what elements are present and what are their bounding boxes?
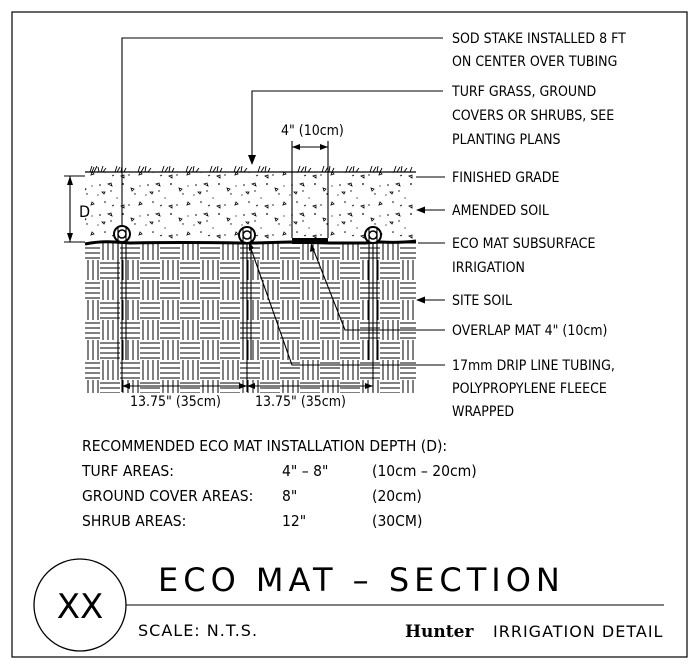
detail-id: XX (57, 587, 104, 627)
eco-mat-callout: ECO MAT SUBSURFACE (452, 236, 595, 252)
table-row-area: SHRUB AREAS: (82, 512, 186, 530)
drip-callout: 17mm DRIP LINE TUBING, (452, 358, 615, 374)
table-row-inches: 8" (282, 487, 297, 505)
arrowheads (248, 155, 425, 304)
depth-table: RECOMMENDED ECO MAT INSTALLATION DEPTH (… (81, 437, 477, 530)
depth-table-heading: RECOMMENDED ECO MAT INSTALLATION DEPTH (… (82, 437, 447, 455)
table-row-metric: (10cm – 20cm) (372, 462, 477, 480)
sheet-border (11, 11, 688, 658)
table-row-inches: 4" – 8" (282, 462, 328, 480)
title-block: XX ECO MAT – SECTION SCALE: N.T.S. Hunte… (33, 558, 664, 652)
callouts: SOD STAKE INSTALLED 8 FT ON CENTER OVER … (451, 31, 626, 420)
scale-label: SCALE: N.T.S. (138, 621, 258, 640)
detail-title: ECO MAT – SECTION (158, 561, 565, 599)
eco-mat (84, 239, 417, 246)
sod-stakes (117, 226, 378, 360)
turf-callout-3: PLANTING PLANS (452, 132, 561, 148)
table-row-metric: (30CM) (372, 512, 422, 530)
site-soil-callout: SITE SOIL (452, 293, 512, 309)
overlap-callout: OVERLAP MAT 4" (10cm) (452, 323, 607, 339)
sod-stake-callout: SOD STAKE INSTALLED 8 FT (452, 31, 626, 47)
drip-callout-3: WRAPPED (452, 404, 514, 420)
turf-grass (89, 165, 413, 173)
sod-stake-callout-2: ON CENTER OVER TUBING (452, 54, 617, 70)
table-row-inches: 12" (282, 512, 306, 530)
hunter-logo: Hunter (404, 619, 486, 642)
table-row-area: GROUND COVER AREAS: (82, 487, 253, 505)
brand-name: Hunter (405, 622, 474, 642)
leader-lines (121, 37, 445, 366)
overlap-dimension-label: 4" (10cm) (281, 123, 344, 139)
eco-mat-callout-2: IRRIGATION (452, 260, 525, 276)
table-row-metric: (20cm) (372, 487, 422, 505)
spacing-label-2: 13.75" (35cm) (255, 394, 346, 410)
spacing-label-1: 13.75" (35cm) (130, 394, 221, 410)
turf-callout: TURF GRASS, GROUND (451, 84, 596, 100)
table-row-area: TURF AREAS: (81, 462, 174, 480)
turf-callout-2: COVERS OR SHRUBS, SEE (452, 108, 614, 124)
detail-type: IRRIGATION DETAIL (493, 622, 663, 641)
overlap-mat (292, 238, 328, 244)
drip-callout-2: POLYPROPYLENE FLEECE (452, 381, 607, 397)
depth-dimension (64, 175, 85, 243)
amended-soil-callout: AMENDED SOIL (452, 203, 549, 219)
finished-grade-callout: FINISHED GRADE (452, 170, 559, 186)
depth-label: D (79, 202, 90, 221)
